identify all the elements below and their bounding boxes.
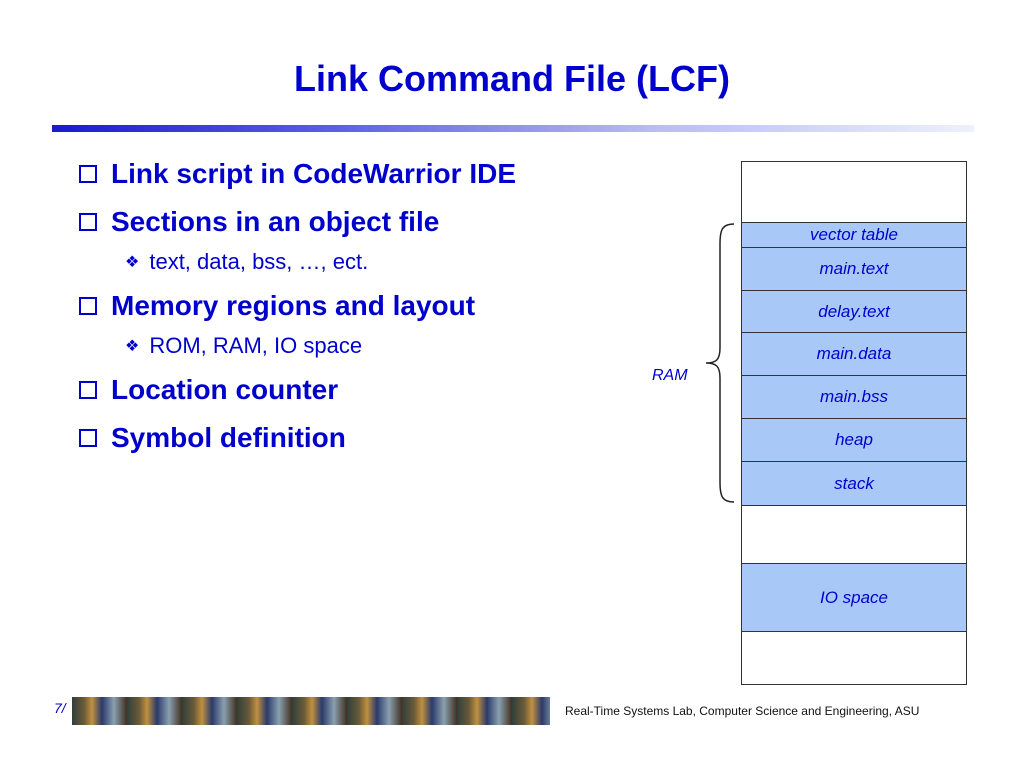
sub-bullet-text: text, data, bss, …, ect. [149,249,369,274]
footer-banner-image [72,697,550,725]
title-underline [52,125,974,132]
bullet-text: Sections in an object file [111,206,440,237]
bullet-text: Symbol definition [111,422,346,453]
slide-title: Link Command File (LCF) [294,58,730,99]
memory-section-main-data: main.data [741,332,967,376]
bullet-item: Sections in an object file [75,198,675,246]
diamond-bullet-icon: ❖ [125,254,140,271]
bullet-item: Memory regions and layout [75,282,675,330]
bullet-item: Symbol definition [75,414,675,462]
sub-bullet-item: ❖ ROM, RAM, IO space [125,326,675,366]
bullet-list: Link script in CodeWarrior IDE Sections … [75,150,675,462]
diamond-bullet-icon: ❖ [125,338,140,355]
footer-text: Real-Time Systems Lab, Computer Science … [565,704,920,718]
memory-section-main-text: main.text [741,247,967,291]
memory-section-main-bss: main.bss [741,375,967,419]
checkbox-bullet-icon [79,381,97,399]
ram-label: RAM [652,367,688,384]
checkbox-bullet-icon [79,297,97,315]
memory-section-delay-text: delay.text [741,290,967,333]
sub-bullet-text: ROM, RAM, IO space [149,333,363,358]
memory-section-heap: heap [741,418,967,462]
page-number: 7/ [54,700,66,716]
bullet-item: Link script in CodeWarrior IDE [75,150,675,198]
bullet-text: Memory regions and layout [111,290,476,321]
ram-brace [705,223,735,503]
sub-bullet-item: ❖ text, data, bss, …, ect. [125,242,675,282]
checkbox-bullet-icon [79,165,97,183]
bullet-text: Link script in CodeWarrior IDE [111,158,517,189]
checkbox-bullet-icon [79,429,97,447]
bullet-text: Location counter [111,374,339,405]
bullet-item: Location counter [75,366,675,414]
memory-section-vector-table: vector table [741,222,967,248]
memory-section-io-space: IO space [741,563,967,632]
memory-section-stack: stack [741,461,967,506]
checkbox-bullet-icon [79,213,97,231]
